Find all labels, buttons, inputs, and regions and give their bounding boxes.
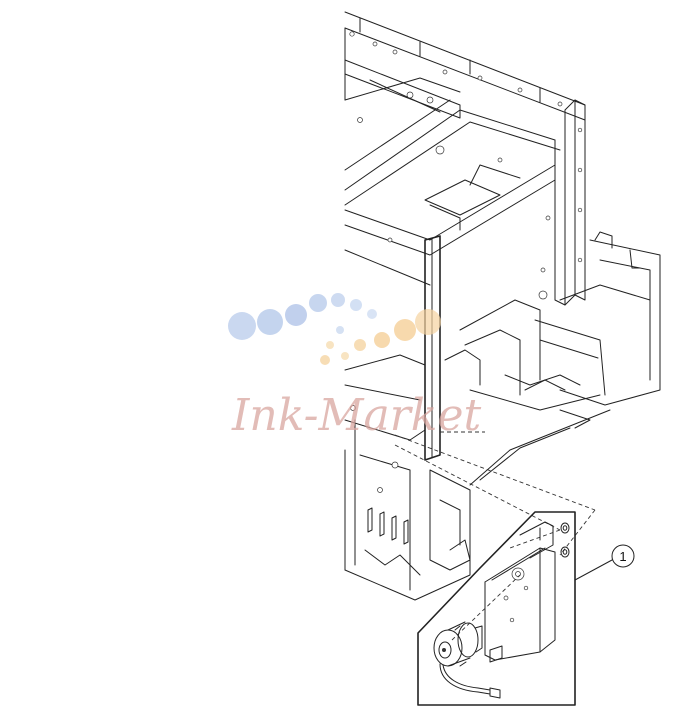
watermark-dot [228, 312, 256, 340]
callout-circle [611, 544, 635, 568]
watermark-dot [350, 299, 362, 311]
printer-frame [344, 11, 661, 601]
inset-motor-box [417, 511, 576, 706]
leader-line [574, 559, 613, 581]
watermark-dot [309, 294, 327, 312]
watermark-dot [326, 341, 334, 349]
callout-number: 1 [619, 549, 626, 564]
watermark-dot [374, 332, 390, 348]
screw [560, 522, 570, 534]
screw [560, 546, 570, 558]
assembly-guide-lines [394, 431, 596, 556]
motor [433, 621, 483, 667]
callout-1: 1 [574, 544, 635, 581]
watermark-dot [394, 319, 416, 341]
watermark-dot [257, 309, 283, 335]
watermark-logo: Ink-Market [228, 293, 481, 441]
watermark-dot [285, 304, 307, 326]
watermark-dot [341, 352, 349, 360]
watermark-dot [336, 326, 344, 334]
motor-cable [439, 663, 491, 695]
motor-assembly [433, 521, 570, 699]
watermark-text: Ink-Market [231, 390, 481, 441]
watermark-dot [367, 309, 377, 319]
watermark-dot [415, 309, 441, 335]
watermark-dot [331, 293, 345, 307]
watermark-dot [354, 339, 366, 351]
watermark-dot [320, 355, 330, 365]
